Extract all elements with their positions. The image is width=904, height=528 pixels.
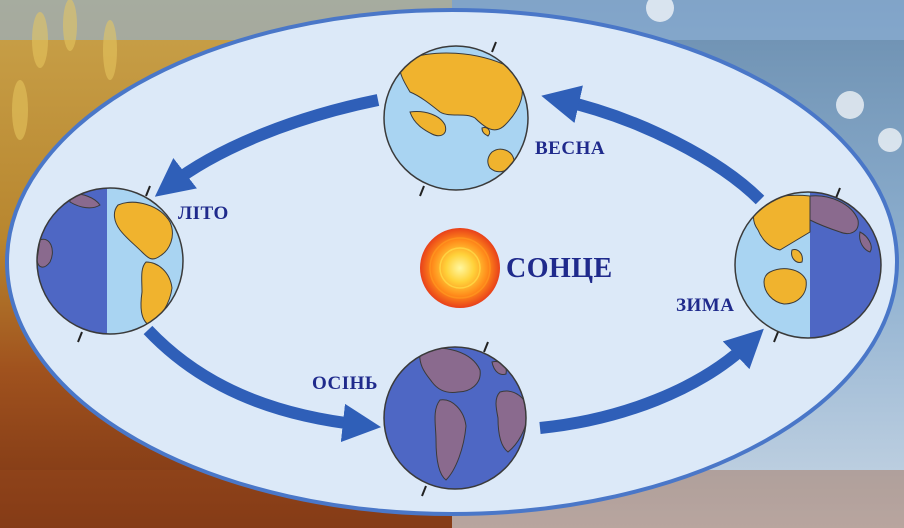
spring-globe	[383, 41, 529, 197]
label-sun: СОНЦЕ	[506, 253, 613, 284]
sun	[420, 228, 500, 308]
arrow-spring-to-summer	[154, 94, 380, 197]
arrow-winter-to-spring	[541, 85, 765, 205]
arrow-autumn-to-winter	[539, 328, 764, 434]
arrow-summer-to-autumn	[143, 325, 382, 443]
autumn-globe	[383, 341, 527, 497]
label-winter: ЗИМА	[676, 295, 735, 316]
orbit-arrows	[143, 85, 765, 443]
label-summer: ЛІТО	[178, 203, 229, 224]
label-autumn: ОСІНЬ	[312, 373, 378, 394]
label-spring: ВЕСНА	[535, 138, 606, 159]
